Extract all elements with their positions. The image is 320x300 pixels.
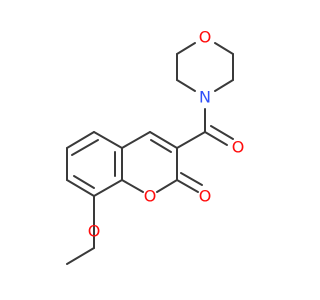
bond (204, 131, 228, 146)
morpholine-oxygen-label: O (199, 28, 212, 47)
lactone-oxygen-label: O (199, 187, 212, 206)
bond (176, 42, 196, 55)
bond (93, 131, 123, 149)
bond (73, 175, 95, 189)
molecule-structure: O N O O O O (66, 28, 245, 265)
morpholine-nitrogen-label: N (199, 88, 211, 107)
bond (176, 179, 199, 193)
bond (66, 131, 95, 149)
bond (176, 131, 206, 149)
methoxy-oxygen-label: O (88, 222, 101, 241)
bond (210, 125, 234, 140)
bond (150, 139, 172, 153)
bond (66, 179, 95, 197)
bond (180, 172, 203, 186)
bond (156, 179, 178, 193)
molecule-canvas: O N O O O O (66, 27, 245, 265)
bond (121, 179, 144, 193)
bond (121, 131, 151, 149)
bond (214, 79, 234, 92)
bond (149, 131, 178, 149)
bond (71, 139, 99, 156)
bond (93, 179, 123, 197)
carbonyl-oxygen-label: O (232, 138, 245, 157)
bond (176, 79, 196, 92)
ring-oxygen-label: O (144, 187, 157, 206)
bond (66, 247, 95, 265)
bond (214, 42, 234, 55)
